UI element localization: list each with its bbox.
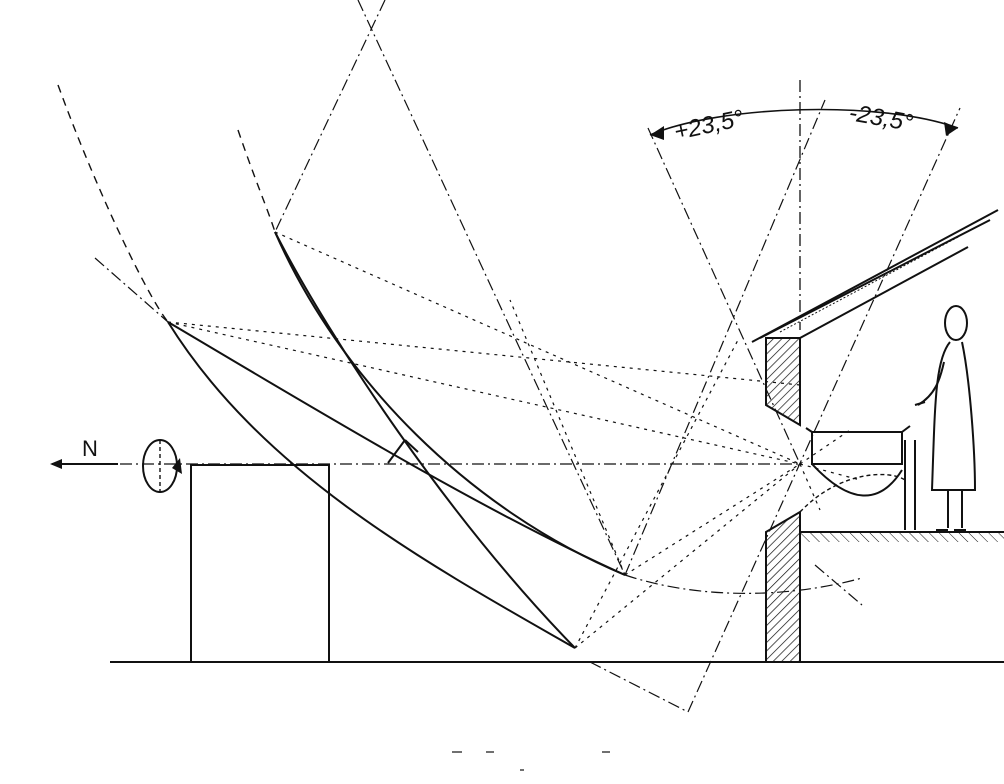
- roof: [751, 209, 999, 343]
- rotation-icon: [142, 439, 182, 493]
- wall: [765, 337, 801, 663]
- dashed-arc-outer: [57, 84, 169, 323]
- arc-arrow-right: [944, 122, 958, 136]
- wall-upper: [765, 337, 801, 427]
- reflector-inner-chord: [274, 231, 576, 649]
- sun-rays-dotted: [167, 231, 861, 649]
- floor: [800, 532, 1004, 542]
- reflector-outer-chord: [167, 321, 626, 576]
- wall-lower: [765, 510, 801, 663]
- angle-plus-label: +23,5°: [672, 105, 747, 146]
- crossing-marker: [387, 439, 419, 464]
- reflector-inner-curve: [274, 231, 626, 576]
- arc-arrow-left: [650, 126, 664, 140]
- cooking-pot: [799, 425, 916, 530]
- reflector-outer-curve: [167, 321, 576, 649]
- building-block: [190, 464, 330, 663]
- dash-dot-guides: [94, 0, 961, 713]
- north-arrow: N: [50, 436, 118, 469]
- reflector-curves: [167, 231, 626, 649]
- north-label: N: [82, 436, 98, 461]
- declination-arc: [649, 108, 959, 136]
- angle-minus-label: -23,5°: [847, 99, 915, 137]
- person-figure: [914, 305, 977, 531]
- dashed-arc-inner: [237, 129, 276, 233]
- bottom-dashes: [452, 751, 610, 771]
